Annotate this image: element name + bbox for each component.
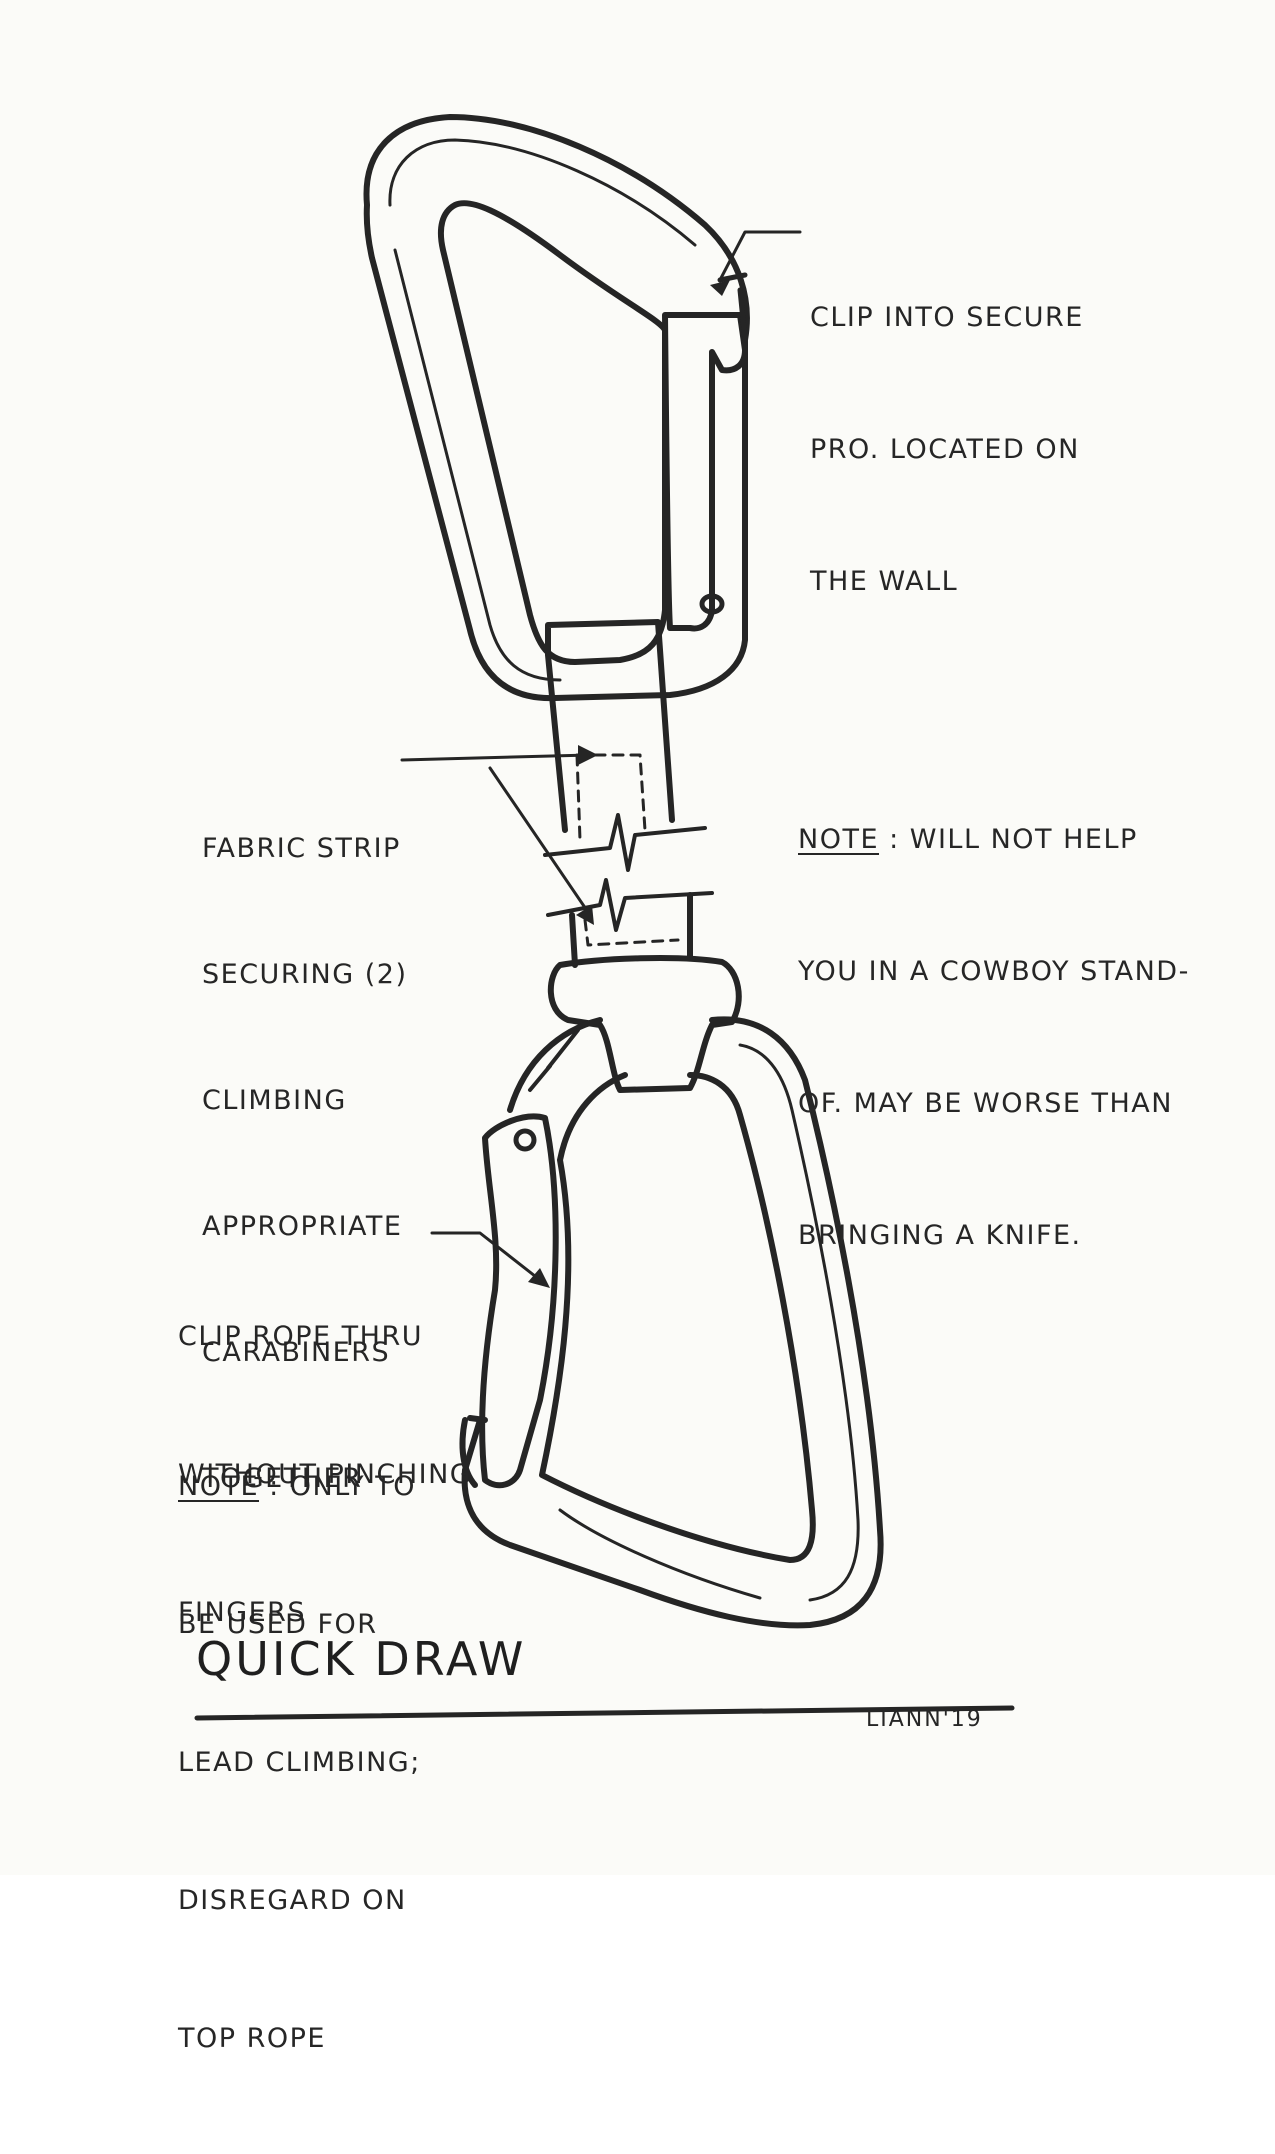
leader-clip-rope [430,1231,542,1282]
title-underline [194,1705,1015,1721]
note-cowboy-first-line: NOTE : WILL NOT HELP [798,818,1190,862]
upper-carabiner-outer [363,114,750,702]
annotation-arrows [400,230,802,1288]
label-line: OF. MAY BE WORSE THAN [798,1088,1173,1119]
label-line: PRO. LOCATED ON [810,434,1080,465]
label-line: CLIP ROPE THRU [178,1321,423,1352]
lower-carabiner-basket [459,1415,488,1488]
arrowhead-fabric-lower [576,905,594,925]
leader-clip-secure [718,230,802,282]
quickdraw-illustration [194,114,1015,1721]
arrowhead-clip-rope [528,1268,550,1288]
label-line: CLIMBING [202,1085,347,1116]
leader-fabric-upper [400,753,592,762]
upper-carabiner [363,114,750,702]
note-lead-climbing: NOTE : ONLY TO BE USED FOR LEAD CLIMBING… [178,1372,421,2154]
label-line: TOP ROPE [178,2023,326,2054]
lower-carabiner-rail [558,1043,860,1602]
label-line: CARABINERS [202,1337,391,1368]
label-line: DISREGARD ON [178,1885,407,1916]
leader-fabric-lower [488,766,592,917]
label-line: FINGERS [178,1597,307,1628]
drawing-page: CLIP INTO SECURE PRO. LOCATED ON THE WAL… [178,114,1190,2054]
lower-carabiner-highlight [528,1028,580,1092]
fabric-strip [543,619,714,968]
note-text: : WILL NOT HELP [879,824,1138,855]
label-line: FABRIC STRIP [202,833,401,864]
label-line: CLIP INTO SECURE [810,302,1084,333]
label-line: THE WALL [810,566,959,597]
label-line: LEAD CLIMBING; [178,1747,421,1778]
upper-gate-pin [699,593,725,615]
lower-gate-pin [513,1128,537,1152]
label-line: SECURING (2) [202,959,408,990]
diagram-title: QUICK DRAW [196,1632,527,1686]
upper-carabiner-rail [388,138,697,682]
note-lead-first-line: NOTE : ONLY TO [178,1464,421,1510]
label-line: APPROPRIATE [202,1211,403,1242]
label-line: BE USED FOR [178,1609,378,1640]
stitching-lower [583,918,680,947]
label-line: YOU IN A COWBOY STAND- [798,956,1190,987]
lower-carabiner-outer [461,1016,884,1629]
fabric-strip-upper-section [545,619,675,833]
upper-carabiner-nose [717,272,748,343]
lower-carabiner-opening [539,1072,816,1563]
note-heading: NOTE [798,824,880,855]
strip-break-upper [543,813,707,872]
fabric-strip-lower-section [569,892,693,968]
lower-carabiner [459,1016,884,1629]
label-line: WITHOUT PINCHING [178,1459,473,1490]
upper-carabiner-opening [437,200,668,665]
stitching-upper [575,753,647,842]
note-cowboy: NOTE : WILL NOT HELP YOU IN A COWBOY STA… [798,730,1190,1346]
note-heading: NOTE [178,1471,260,1502]
lower-carabiner-gate [479,1113,559,1489]
upper-carabiner-gate [662,312,748,632]
label-clip-secure: CLIP INTO SECURE PRO. LOCATED ON THE WAL… [810,208,1084,692]
label-line: TOGETHER [202,1463,363,1494]
label-clip-rope: CLIP ROPE THRU WITHOUT PINCHING FINGERS [178,1222,472,1728]
label-fabric-strip: FABRIC STRIP SECURING (2) CLIMBING APPRO… [202,744,407,1584]
label-line: BRINGING A KNIFE. [798,1220,1082,1251]
note-text: : ONLY TO [259,1471,417,1502]
artist-signature: LIANN'19 [866,1707,983,1732]
arrowhead-clip-secure [710,280,730,296]
arrowhead-fabric-upper [578,745,598,765]
rubber-keeper [547,955,742,1093]
